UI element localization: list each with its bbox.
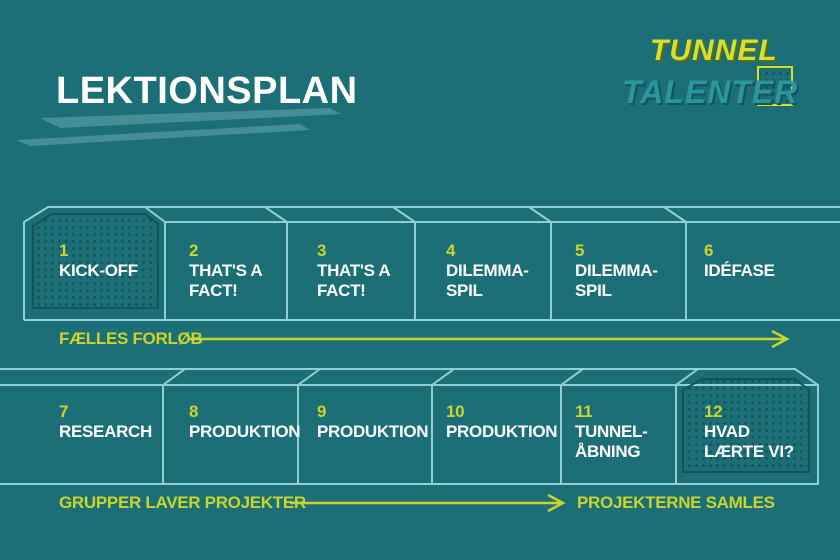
row2-arrow bbox=[290, 493, 566, 513]
lesson-number: 11 bbox=[575, 402, 593, 421]
lesson-number: 6 bbox=[704, 241, 714, 260]
lesson-number: 12 bbox=[704, 402, 723, 421]
lesson-label: THAT'S A FACT! bbox=[189, 261, 263, 300]
logo-line-2: TALENTER bbox=[622, 74, 799, 110]
lesson-label: RESEARCH bbox=[59, 422, 153, 441]
lesson-number: 3 bbox=[317, 241, 327, 260]
row2-caption-right: PROJEKTERNE SAMLES bbox=[577, 493, 775, 512]
lesson-number: 2 bbox=[189, 241, 199, 260]
lesson-label: PRODUKTION bbox=[189, 422, 301, 441]
row2-caption-left: GRUPPER LAVER PROJEKTER bbox=[59, 493, 306, 512]
highlight-box-1 bbox=[32, 213, 159, 309]
lesson-label: DILEMMA- SPIL bbox=[575, 261, 658, 300]
lesson-label: THAT'S A FACT! bbox=[317, 261, 391, 300]
highlight-box-12 bbox=[682, 378, 810, 473]
lesson-number: 9 bbox=[317, 402, 327, 421]
lesson-label: PRODUKTION bbox=[317, 422, 429, 441]
row1-boxes bbox=[23, 206, 840, 321]
brush-stroke bbox=[16, 108, 342, 146]
row1-caption: FÆLLES FORLØB bbox=[59, 329, 203, 348]
lesson-label: PRODUKTION bbox=[446, 422, 558, 441]
page-title: LEKTIONSPLAN bbox=[56, 70, 358, 112]
lesson-number: 7 bbox=[59, 402, 69, 421]
lesson-number: 5 bbox=[575, 241, 585, 260]
lesson-label: HVAD LÆRTE VI? bbox=[704, 422, 794, 461]
lesson-label: IDÉFASE bbox=[704, 261, 775, 280]
logo-line-1: TUNNEL bbox=[650, 34, 778, 67]
lesson-label: DILEMMA- SPIL bbox=[446, 261, 529, 300]
lesson-number: 4 bbox=[446, 241, 456, 260]
lesson-label: TUNNEL- ÅBNING bbox=[575, 422, 648, 461]
row2-boxes bbox=[0, 368, 819, 485]
lesson-label: KICK-OFF bbox=[59, 261, 138, 280]
lesson-number: 1 bbox=[59, 241, 69, 260]
logo-frame bbox=[757, 66, 793, 106]
lesson-number: 8 bbox=[189, 402, 199, 421]
row1-arrow bbox=[190, 329, 790, 349]
lesson-number: 10 bbox=[446, 402, 465, 421]
